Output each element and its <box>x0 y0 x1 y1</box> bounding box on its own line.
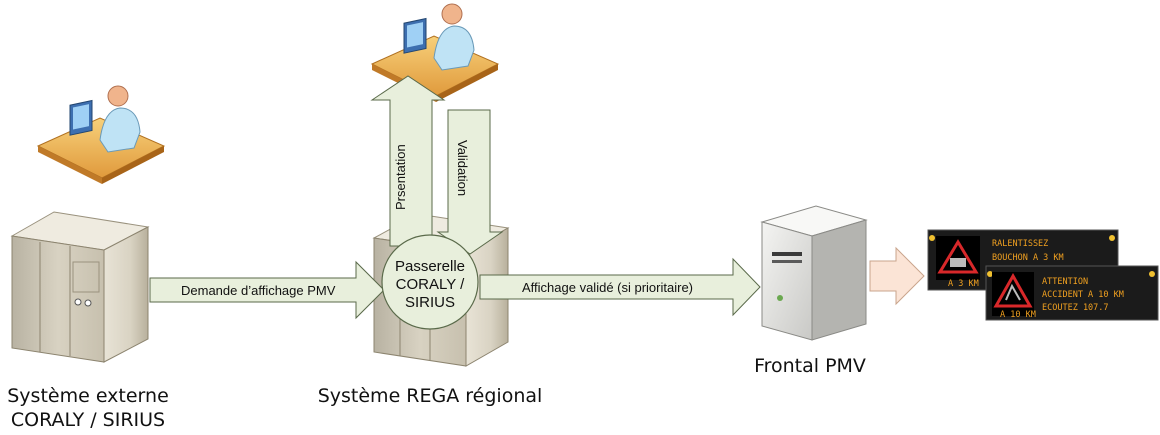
sign2-line1: ATTENTION <box>1042 277 1088 287</box>
pmv-sign-2: A 10 KM ATTENTION ACCIDENT A 10 KM ECOUT… <box>985 265 1159 321</box>
rega-system-caption: Système REGA régional <box>317 385 543 407</box>
presentation-arrow <box>370 75 446 247</box>
output-arrow <box>869 246 925 306</box>
gateway-line3: SIRIUS <box>405 294 455 311</box>
gateway-line2: CORALY / <box>396 276 465 293</box>
external-server-icon <box>10 211 150 363</box>
operator-workstation-icon <box>36 85 166 184</box>
sign1-line2: BOUCHON A 3 KM <box>992 253 1064 263</box>
presentation-label: Prsentation <box>393 144 408 210</box>
sign1-line1: RALENTISSEZ <box>992 239 1048 249</box>
sign2-caption: A 10 KM <box>1000 310 1036 320</box>
gateway-line1: Passerelle <box>395 258 465 275</box>
validated-arrow-label: Affichage validé (si prioritaire) <box>522 280 693 295</box>
external-caption-line2: CORALY / SIRIUS <box>10 409 166 431</box>
validation-label: Validation <box>455 140 470 196</box>
request-arrow-label: Demande d’affichage PMV <box>181 283 336 298</box>
sign2-line2: ACCIDENT A 10 KM <box>1042 290 1124 300</box>
sign1-caption: A 3 KM <box>948 279 979 289</box>
request-arrow <box>149 260 385 320</box>
sign2-line3: ECOUTEZ 107.7 <box>1042 303 1109 313</box>
external-system-caption: Système externe CORALY / SIRIUS <box>0 384 176 432</box>
external-caption-line1: Système externe <box>7 385 169 407</box>
frontal-pmv-caption: Frontal PMV <box>754 355 866 377</box>
gateway-node: Passerelle CORALY / SIRIUS <box>381 234 479 330</box>
validated-display-arrow <box>479 257 761 317</box>
frontal-pmv-server-icon <box>760 205 868 341</box>
validation-arrow <box>436 109 504 255</box>
